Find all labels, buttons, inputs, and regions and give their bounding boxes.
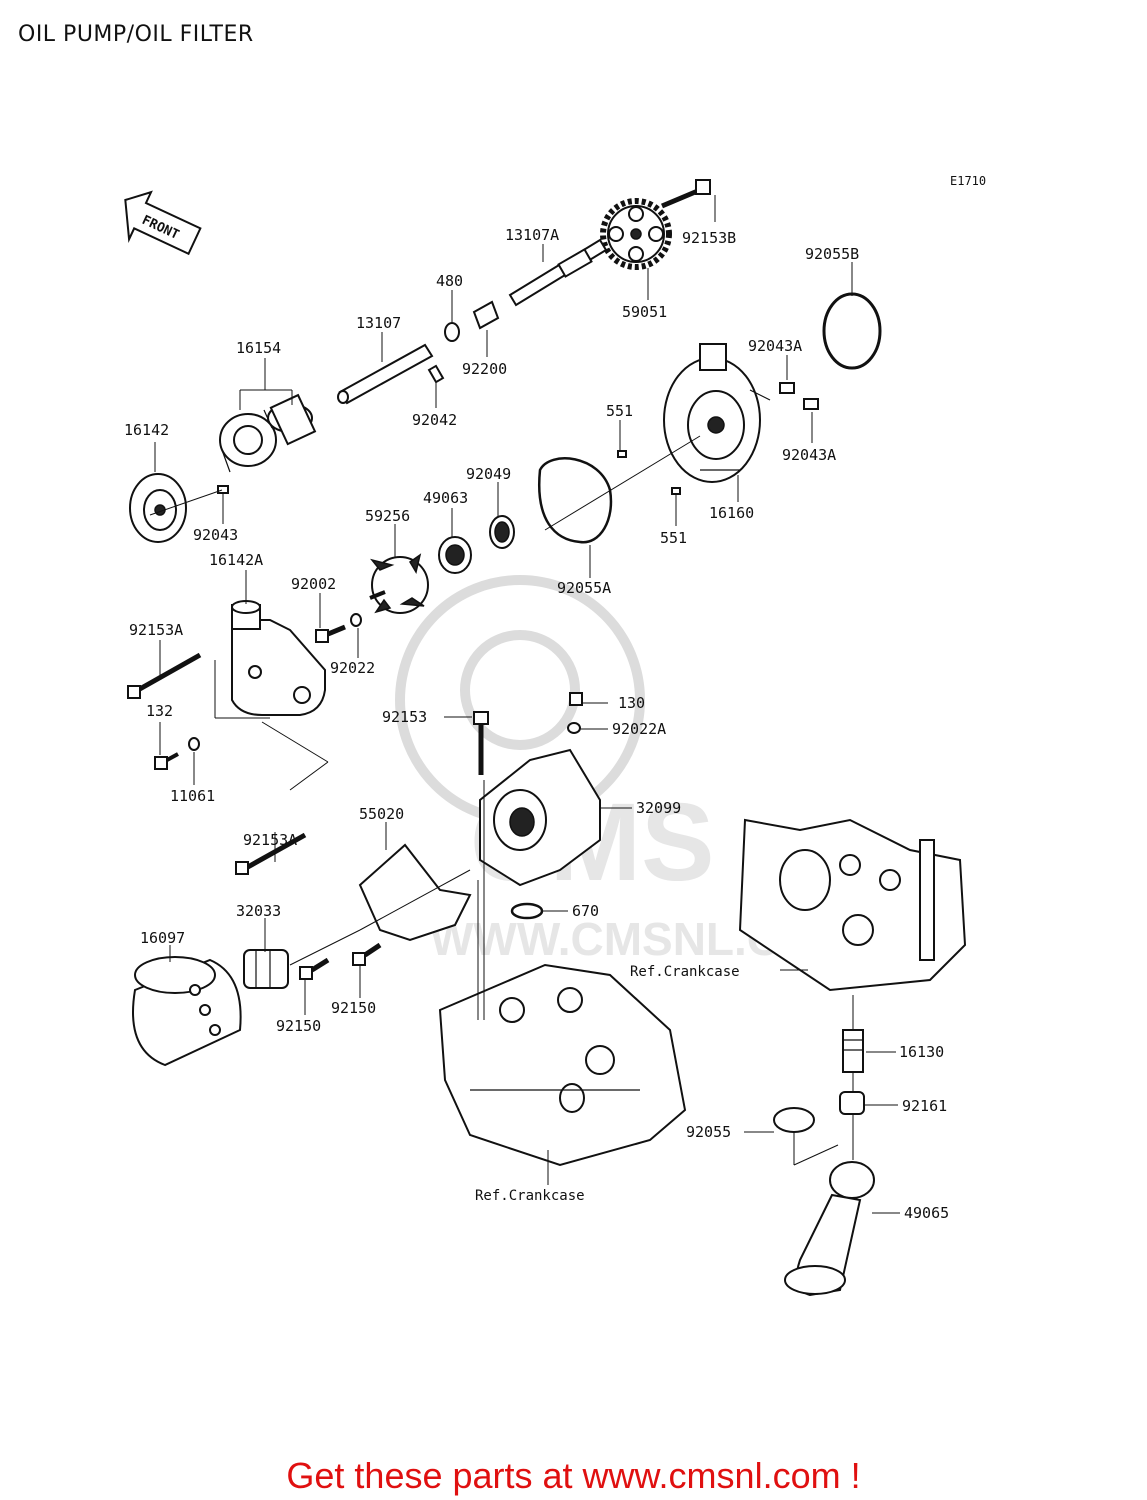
part-label-92002[interactable]: 92002 xyxy=(291,575,336,593)
part-label-92055[interactable]: 92055 xyxy=(686,1123,731,1141)
part-label-13107[interactable]: 13107 xyxy=(356,314,401,332)
ref-crankcase-lower-label[interactable]: Ref.Crankcase xyxy=(475,1188,585,1204)
shaft-13107 xyxy=(337,343,434,405)
crankcase-upper-ref xyxy=(738,818,967,992)
part-label-130[interactable]: 130 xyxy=(618,694,645,712)
part-label-480[interactable]: 480 xyxy=(436,272,463,290)
part-label-92200[interactable]: 92200 xyxy=(462,360,507,378)
relief-valve-16130 xyxy=(842,1029,864,1073)
oil-pump-sprocket xyxy=(600,198,672,270)
pin-92043 xyxy=(217,485,229,494)
part-label-551-1[interactable]: 551 xyxy=(606,402,633,420)
part-label-92043[interactable]: 92043 xyxy=(193,526,238,544)
part-label-92153a-2[interactable]: 92153A xyxy=(243,831,297,849)
part-label-16097[interactable]: 16097 xyxy=(140,929,185,947)
part-label-92042[interactable]: 92042 xyxy=(412,411,457,429)
part-label-92150-2[interactable]: 92150 xyxy=(331,999,376,1017)
part-label-16154[interactable]: 16154 xyxy=(236,339,281,357)
pin-551-1 xyxy=(617,450,627,458)
part-label-92043a-2[interactable]: 92043A xyxy=(782,446,836,464)
part-label-92022a[interactable]: 92022A xyxy=(612,720,666,738)
part-label-16142a[interactable]: 16142A xyxy=(209,551,263,569)
oil-filter-16097 xyxy=(132,956,242,1067)
seal-49063 xyxy=(438,536,472,574)
part-label-49063[interactable]: 49063 xyxy=(423,489,468,507)
part-label-92049[interactable]: 92049 xyxy=(466,465,511,483)
part-label-92055b[interactable]: 92055B xyxy=(805,245,859,263)
part-label-92153b[interactable]: 92153B xyxy=(682,229,736,247)
pipe-32033 xyxy=(243,949,289,989)
part-label-13107a[interactable]: 13107A xyxy=(505,226,559,244)
pump-body-16142 xyxy=(129,473,187,543)
bolt-92150-2 xyxy=(352,942,382,966)
bolt-132 xyxy=(154,752,179,770)
part-label-32099[interactable]: 32099 xyxy=(636,799,681,817)
washer-11061 xyxy=(188,737,200,751)
part-label-92043a-1[interactable]: 92043A xyxy=(748,337,802,355)
part-label-55020[interactable]: 55020 xyxy=(359,805,404,823)
part-label-92055a[interactable]: 92055A xyxy=(557,579,611,597)
bolt-92150-1 xyxy=(299,957,330,980)
page-title: OIL PUMP/OIL FILTER xyxy=(18,22,254,47)
dowel-92043a-2 xyxy=(803,398,819,410)
part-label-670[interactable]: 670 xyxy=(572,902,599,920)
collar-92161 xyxy=(839,1091,865,1115)
bolt-92153 xyxy=(473,711,489,775)
outer-rotor-16154 xyxy=(219,409,277,473)
oring-92055 xyxy=(773,1107,815,1133)
ref-crankcase-upper-label[interactable]: Ref.Crankcase xyxy=(630,964,740,980)
footer-cta[interactable]: Get these parts at www.cmsnl.com ! xyxy=(286,1455,861,1496)
pin-551-2 xyxy=(671,487,681,495)
washer-92022a xyxy=(567,722,581,734)
washer-92022 xyxy=(350,613,362,627)
part-label-16130[interactable]: 16130 xyxy=(899,1043,944,1061)
oring-92055b xyxy=(822,292,882,370)
bolt-92002 xyxy=(315,624,346,643)
front-arrow: FRONT xyxy=(124,190,202,256)
pump-cover-16160 xyxy=(663,343,771,483)
part-labels: 92153B 13107A 92055B 480 13107 59051 161… xyxy=(124,226,949,1222)
impeller-59256 xyxy=(369,553,429,614)
strainer-49065 xyxy=(784,1161,875,1297)
part-label-49065[interactable]: 49065 xyxy=(904,1204,949,1222)
gasket-92055a xyxy=(537,457,613,544)
part-label-32033[interactable]: 32033 xyxy=(236,902,281,920)
pin-92042 xyxy=(427,364,445,384)
bolt-92153b xyxy=(661,179,711,209)
bolt-92153a-1 xyxy=(127,652,202,699)
plug-130 xyxy=(569,692,583,706)
housing-16142a xyxy=(231,600,326,716)
crankcase-lower-ref xyxy=(438,963,687,1167)
oil-pipe-32099 xyxy=(479,748,601,887)
part-label-92153a-1[interactable]: 92153A xyxy=(129,621,183,639)
leader-lines xyxy=(149,195,900,1214)
part-label-92161[interactable]: 92161 xyxy=(902,1097,947,1115)
part-label-16160[interactable]: 16160 xyxy=(709,504,754,522)
dowel-92043a-1 xyxy=(779,382,795,394)
ring-480 xyxy=(444,322,460,342)
part-label-92150-1[interactable]: 92150 xyxy=(276,1017,321,1035)
part-label-92022[interactable]: 92022 xyxy=(330,659,375,677)
diagram-code: E1710 xyxy=(950,174,986,188)
part-label-551-2[interactable]: 551 xyxy=(660,529,687,547)
part-label-132[interactable]: 132 xyxy=(146,702,173,720)
plate-92200 xyxy=(472,300,500,330)
inner-rotor-16154 xyxy=(267,393,317,446)
part-label-16142[interactable]: 16142 xyxy=(124,421,169,439)
part-label-92153[interactable]: 92153 xyxy=(382,708,427,726)
part-label-11061[interactable]: 11061 xyxy=(170,787,215,805)
shaft-13107a xyxy=(508,238,608,307)
part-label-59256[interactable]: 59256 xyxy=(365,507,410,525)
guard-55020 xyxy=(358,843,472,942)
bearing-92049 xyxy=(489,515,515,549)
part-label-59051[interactable]: 59051 xyxy=(622,303,667,321)
